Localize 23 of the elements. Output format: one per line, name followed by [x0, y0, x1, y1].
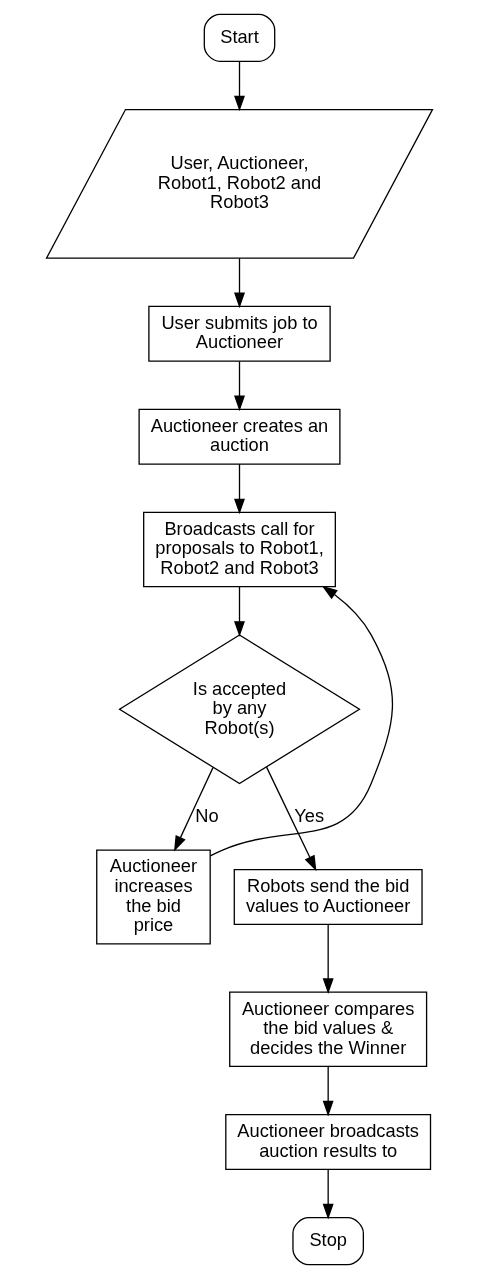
arrow: [322, 923, 334, 994]
arrow: [322, 1066, 334, 1117]
node-box: Auctioneer increases the bid price: [95, 849, 211, 945]
arrow: [233, 360, 245, 412]
node-diamond: Is accepted by any Robot(s): [117, 634, 361, 785]
node-box: Stop: [291, 1217, 364, 1266]
node-box: Robots send the bid values to Auctioneer: [233, 868, 423, 925]
arrow: [233, 463, 245, 515]
node-box: Auctioneer compares the bid values & decides the Winner: [228, 991, 427, 1068]
arrow: [233, 60, 245, 112]
arrow: [322, 1169, 334, 1220]
node-box: Auctioneer creates an auction: [137, 408, 341, 465]
node-box: User submits job to Auctioneer: [147, 305, 331, 362]
node-box: Start: [203, 13, 275, 62]
node-box: Auctioneer broadcasts auction results to: [224, 1114, 431, 1171]
node-box: Broadcasts call for proposals to Robot1, Robot2 and Robot3: [142, 511, 336, 588]
arrow: [233, 586, 245, 637]
edge-label: Yes: [293, 804, 324, 826]
arrow: [209, 585, 393, 857]
arrow: [173, 766, 214, 852]
edge-label: No: [194, 804, 219, 826]
arrow: [233, 257, 245, 309]
arrow: [265, 766, 316, 872]
